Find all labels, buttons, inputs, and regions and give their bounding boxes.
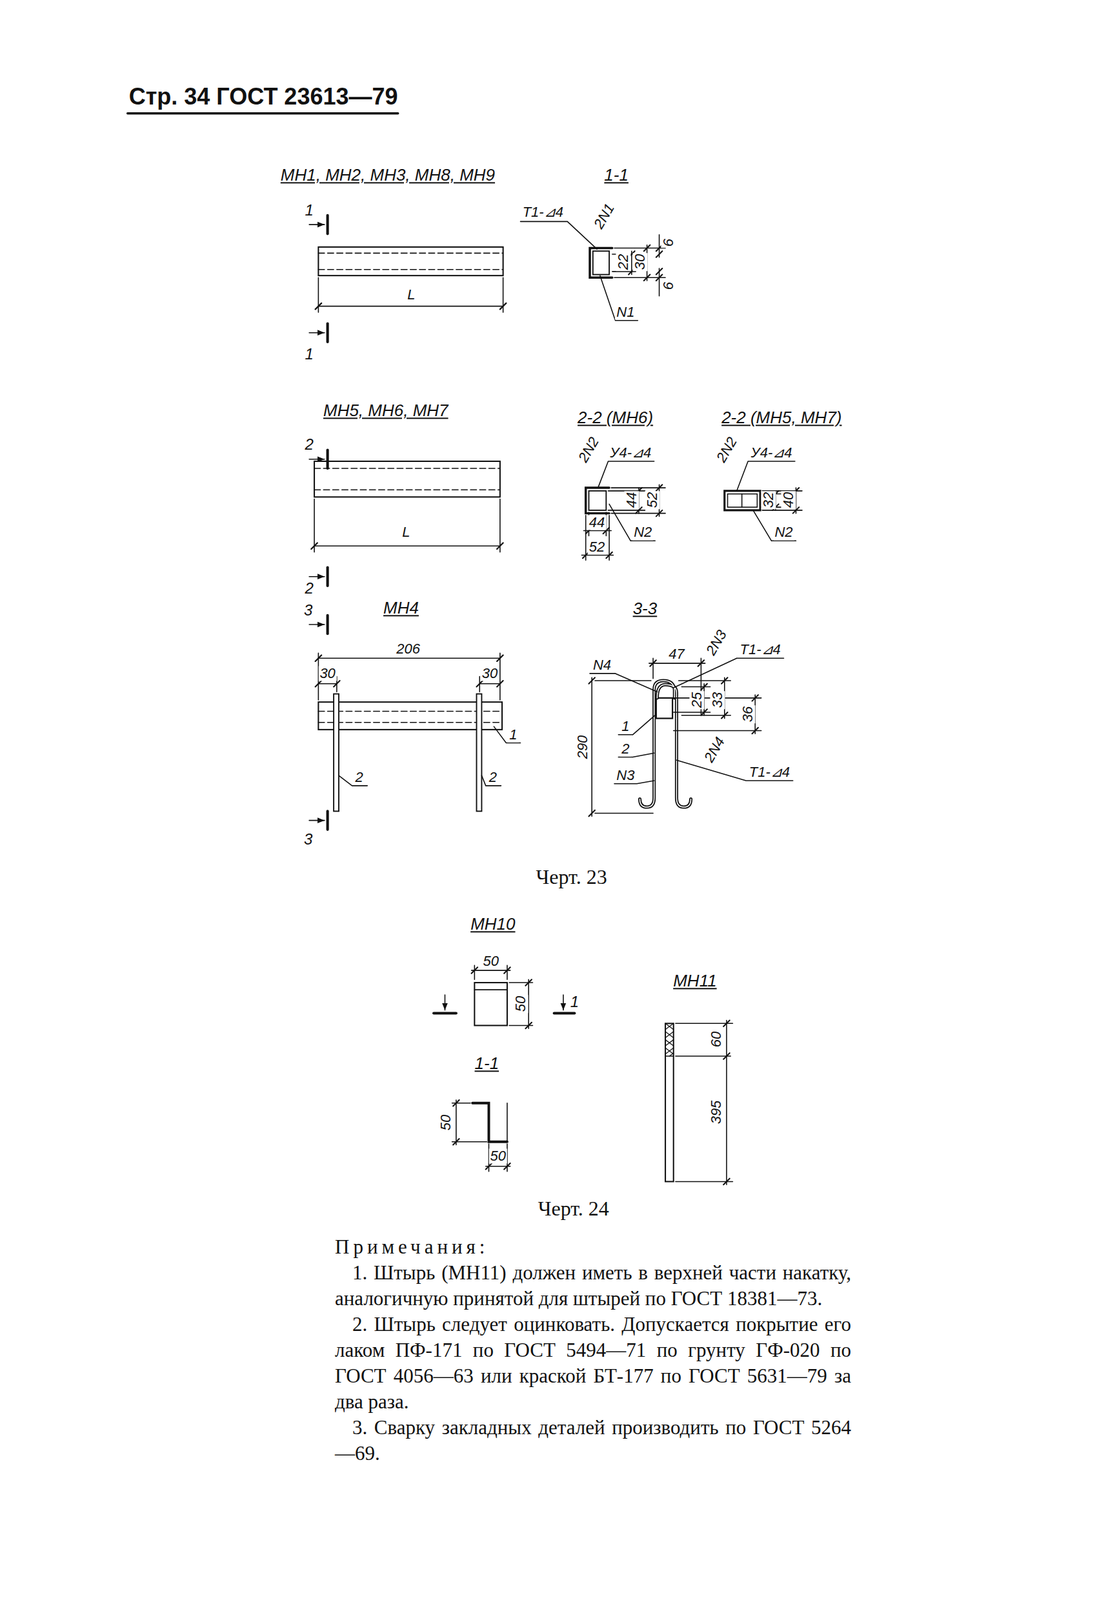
- callout-number: N1: [614, 304, 636, 320]
- note-text: 3. Сварку закладных деталей производить …: [334, 1415, 852, 1467]
- dimension-value: 52: [587, 539, 606, 555]
- section-mark: 3: [302, 831, 314, 848]
- callout-number: 2N1: [590, 200, 618, 233]
- dimension-value: 30: [480, 665, 499, 681]
- note-text: 2. Штырь следует оцинковать. Допускается…: [334, 1311, 852, 1416]
- dimension-value: 206: [394, 641, 422, 657]
- dimension-value: 52: [644, 491, 660, 510]
- section-mark: 3: [302, 602, 314, 619]
- view-title: МН1, МН2, МН3, МН8, МН9: [279, 166, 497, 184]
- section-mark: 1: [569, 993, 581, 1010]
- notes-block: Примечания:1. Штырь (МН11) должен иметь …: [334, 1234, 852, 1467]
- dimension-value: 44: [587, 514, 606, 530]
- callout-number: 1: [620, 718, 631, 734]
- view-title: 3-3: [631, 600, 659, 618]
- view-title: 1-1: [473, 1055, 501, 1074]
- weld-mark: Т1-⊿4: [521, 204, 565, 220]
- view-title: 2-2 (МН6): [576, 409, 655, 428]
- pin-mh11: [665, 1020, 733, 1186]
- dimension-value: L: [400, 525, 412, 541]
- view-title: 1-1: [602, 166, 630, 184]
- dimension-value: 40: [781, 491, 797, 510]
- figure-caption: Черт. 23: [534, 866, 609, 889]
- dimension-value: 50: [513, 995, 528, 1014]
- notes-heading: Примечания:: [334, 1234, 852, 1261]
- dimension-value: 47: [667, 646, 686, 662]
- dimension-value: 50: [488, 1148, 507, 1164]
- page-header: Стр. 34 ГОСТ 23613—79: [127, 84, 400, 110]
- view-title: МН11: [671, 973, 718, 991]
- callout-number: N4: [591, 658, 613, 674]
- section-1-1: [520, 221, 666, 321]
- dimension-value: 395: [709, 1098, 725, 1126]
- dimension-value: 50: [481, 953, 500, 969]
- weld-mark: Т1-⊿4: [747, 765, 792, 781]
- dimension-value: 50: [438, 1113, 454, 1132]
- callout-number: N2: [773, 525, 794, 541]
- figure-caption: Черт. 24: [536, 1198, 611, 1221]
- dimension-value: 6: [660, 237, 676, 248]
- callout-number: 2N2: [713, 433, 741, 466]
- beam-view-mh4: [309, 615, 521, 830]
- dimension-value: 30: [318, 665, 337, 681]
- callout-number: 2N2: [574, 433, 603, 466]
- callout-number: 1: [507, 727, 519, 743]
- callout-number: 2N4: [700, 733, 728, 766]
- dimension-value: 290: [574, 733, 590, 761]
- section-mark: 2: [303, 580, 315, 597]
- dimension-value: 6: [660, 280, 676, 292]
- callout-number: 2: [487, 769, 499, 785]
- view-title: 2-2 (МН5, МН7): [720, 409, 843, 428]
- callout-number: 2N3: [702, 626, 730, 659]
- callout-number: N2: [632, 525, 654, 541]
- beam-view-2: [309, 450, 503, 586]
- note-text: 1. Штырь (МН11) должен иметь в верхней ч…: [334, 1260, 852, 1312]
- dimension-value: 33: [709, 691, 725, 710]
- view-title: МН10: [469, 915, 517, 934]
- callout-number: 2: [354, 769, 365, 785]
- beam-view-1: [309, 215, 506, 343]
- dimension-value: 22: [616, 252, 632, 272]
- dimension-value: 44: [623, 491, 639, 510]
- view-title: МН4: [382, 599, 421, 617]
- dimension-value: 36: [740, 705, 756, 724]
- dimension-value: 30: [632, 252, 648, 272]
- dimension-value: 60: [709, 1030, 725, 1049]
- callout-number: 2: [620, 741, 631, 757]
- dimension-value: 25: [689, 691, 705, 710]
- weld-mark: Т1-⊿4: [738, 642, 783, 658]
- dimension-value: 32: [760, 491, 776, 510]
- view-title: МН5, МН6, МН7: [322, 402, 450, 421]
- weld-mark: У4-⊿4: [608, 445, 653, 461]
- section-mark: 1: [303, 201, 315, 219]
- section-3-3: [588, 658, 793, 817]
- dimension-value: L: [405, 287, 417, 302]
- callout-number: N3: [614, 767, 636, 783]
- weld-mark: У4-⊿4: [749, 445, 794, 461]
- section-2-2-mh5-mh7: [724, 461, 803, 541]
- section-mark: 1: [303, 345, 315, 363]
- section-mark: 2: [303, 436, 315, 453]
- header-rule: [127, 112, 399, 115]
- plate-mh10: [433, 965, 575, 1172]
- section-2-2-mh6: [581, 461, 666, 561]
